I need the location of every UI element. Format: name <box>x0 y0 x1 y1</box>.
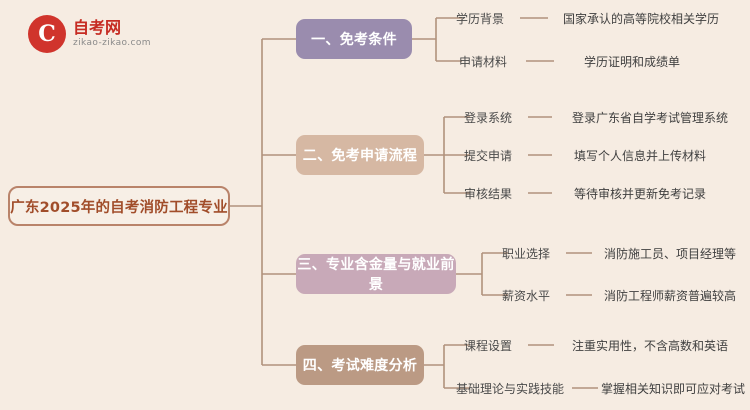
logo-text: 自考网 zikao-zikao.com <box>73 17 151 49</box>
branch-3-child-2-detail: 消防工程师薪资普遍较高 <box>603 288 736 303</box>
logo-mark: C <box>38 21 56 47</box>
branch-2: 二、免考申请流程 <box>296 135 424 175</box>
branch-1-child-1-detail: 国家承认的高等院校相关学历 <box>562 11 719 26</box>
branch-4-child-1-label: 课程设置 <box>463 338 512 353</box>
branch-3: 三、专业含金量与就业前景 <box>296 254 456 294</box>
branch-1-child-2-detail: 学历证明和成绩单 <box>583 54 680 69</box>
branch-2-child-2-label: 提交申请 <box>463 148 512 163</box>
branch-3-child-2-label: 薪资水平 <box>501 288 550 303</box>
branch-3-child-1-detail: 消防施工员、项目经理等 <box>603 246 736 261</box>
branch-3-child-1-label: 职业选择 <box>501 246 550 261</box>
branch-4-child-2-label: 基础理论与实践技能 <box>455 381 564 396</box>
branch-2-child-3-label: 审核结果 <box>463 186 512 201</box>
logo-icon: C <box>28 15 66 53</box>
site-logo: C 自考网 zikao-zikao.com <box>28 10 198 58</box>
branch-4-child-1-detail: 注重实用性，不含高数和英语 <box>571 338 728 353</box>
branch-2-child-2-detail: 填写个人信息并上传材料 <box>573 148 706 163</box>
logo-name-en: zikao-zikao.com <box>73 38 151 49</box>
branch-1-child-2-label: 申请材料 <box>458 54 507 69</box>
branch-2-child-3-detail: 等待审核并更新免考记录 <box>573 186 706 201</box>
mindmap-root: 广东2025年的自考消防工程专业 <box>8 186 230 226</box>
branch-4: 四、考试难度分析 <box>296 345 424 385</box>
branch-2-child-1-detail: 登录广东省自学考试管理系统 <box>571 110 728 125</box>
branch-1: 一、免考条件 <box>296 19 412 59</box>
branch-1-child-1-label: 学历背景 <box>455 11 504 26</box>
branch-4-child-2-detail: 掌握相关知识即可应对考试 <box>600 381 745 396</box>
branch-2-child-1-label: 登录系统 <box>463 110 512 125</box>
logo-name-cn: 自考网 <box>73 17 122 37</box>
